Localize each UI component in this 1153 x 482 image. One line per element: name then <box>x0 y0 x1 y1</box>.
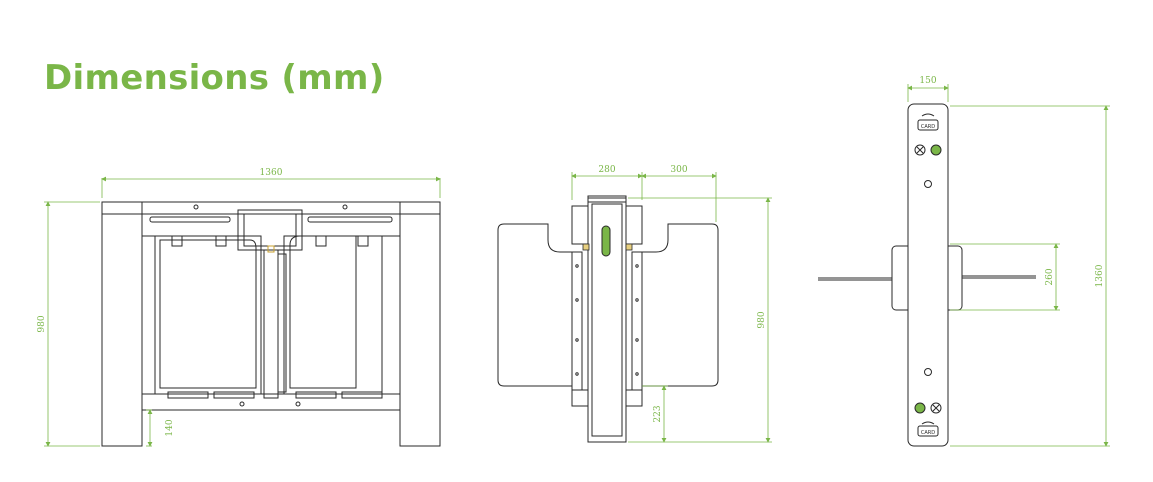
side-height-label: 980 <box>757 311 767 328</box>
front-view: 1360 980 140 <box>37 168 441 447</box>
page-title: Dimensions (mm) <box>44 58 385 98</box>
side-view: 280 300 980 223 <box>497 165 772 443</box>
side-bottom-gap-label: 223 <box>653 405 663 422</box>
side-left-width-label: 280 <box>598 165 615 175</box>
top-view: CARD CARD 150 1360 260 <box>818 76 1110 447</box>
top-length-label: 1360 <box>1095 264 1105 287</box>
front-height-label: 980 <box>37 315 47 332</box>
top-depth-label: 150 <box>919 76 936 86</box>
side-right-width-label: 300 <box>670 165 687 175</box>
top-arm-span-label: 260 <box>1045 268 1055 285</box>
bottom-card-label: CARD <box>921 430 935 436</box>
front-width-label: 1360 <box>260 168 283 178</box>
front-floor-gap-label: 140 <box>165 419 175 436</box>
top-card-label: CARD <box>921 124 935 130</box>
